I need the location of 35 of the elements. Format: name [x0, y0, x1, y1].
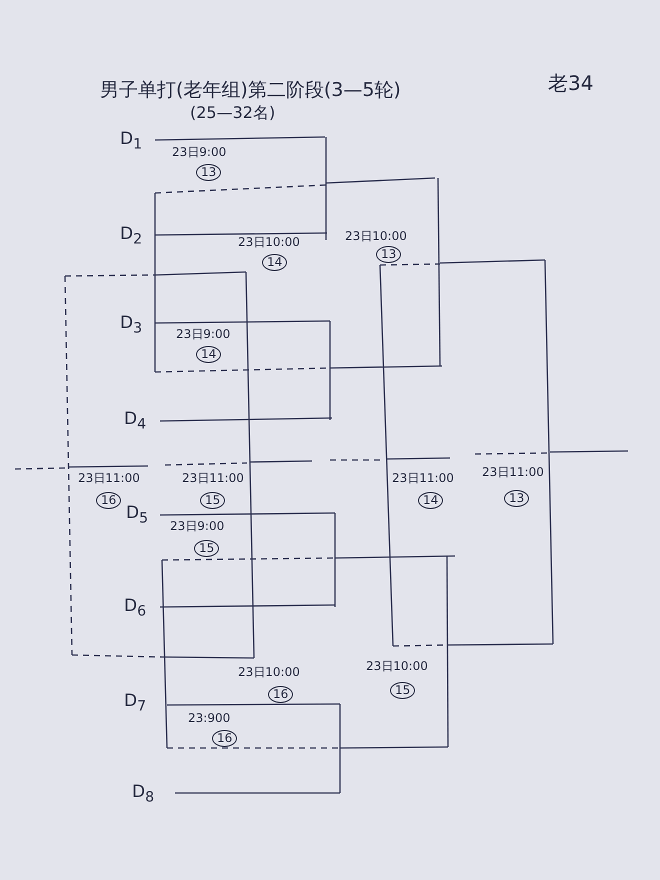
match-number: 15 — [194, 540, 220, 558]
match-time: 23日11:00 — [182, 472, 244, 486]
match-time: 23日9:00 — [170, 520, 224, 534]
match-time: 23日10:00 — [238, 666, 300, 680]
entry-label: D$_{6}$ — [124, 597, 146, 620]
entry-label: D$_{8}$ — [132, 783, 154, 806]
match-number: 13 — [504, 490, 530, 508]
match-time: 23日10:00 — [345, 230, 407, 244]
subtitle: (25—32名) — [190, 104, 276, 122]
entry-label: D$_{2}$ — [120, 225, 142, 248]
match-time: 23日11:00 — [482, 466, 544, 480]
match-time: 23日10:00 — [366, 660, 428, 674]
match-time: 23日9:00 — [176, 328, 230, 342]
match-number: 14 — [418, 492, 444, 510]
entry-label: D$_{3}$ — [120, 314, 142, 337]
match-number: 15 — [200, 492, 226, 510]
match-number: 16 — [268, 686, 294, 704]
match-number: 16 — [212, 730, 238, 748]
title: 男子单打(老年组)第二阶段(3—5轮) — [100, 80, 401, 101]
entry-label: D$_{5}$ — [126, 504, 148, 527]
entry-label: D$_{1}$ — [120, 130, 142, 153]
match-time: 23日11:00 — [78, 472, 140, 486]
match-number: 16 — [96, 492, 122, 510]
match-number: 13 — [196, 164, 222, 182]
match-time: 23:900 — [188, 712, 230, 726]
match-number: 13 — [376, 246, 402, 264]
match-number: 14 — [196, 346, 222, 364]
match-number: 14 — [262, 254, 288, 272]
match-time: 23日11:00 — [392, 472, 454, 486]
entry-label: D$_{7}$ — [124, 692, 146, 715]
match-time: 23日9:00 — [172, 146, 226, 160]
match-time: 23日10:00 — [238, 236, 300, 250]
entry-label: D$_{4}$ — [124, 410, 146, 433]
match-number: 15 — [390, 682, 416, 700]
table-number: 老34 — [548, 72, 594, 94]
